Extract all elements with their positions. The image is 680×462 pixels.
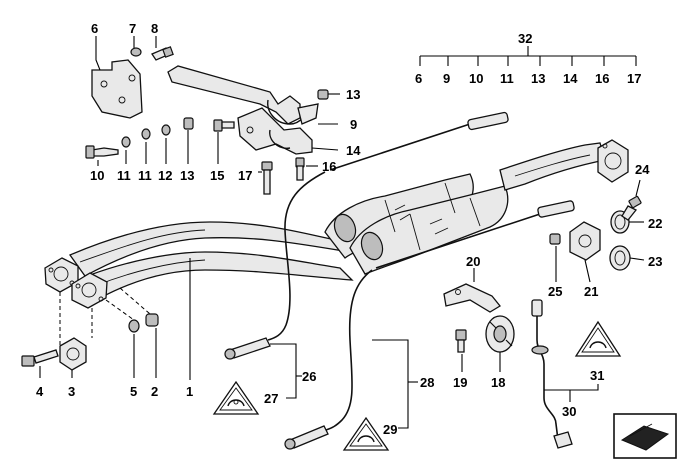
callout-7: 7	[129, 21, 136, 36]
callout-17: 17	[238, 168, 252, 183]
callout-10: 10	[90, 168, 104, 183]
callout-16: 16	[322, 159, 336, 174]
bracket-20	[443, 283, 501, 313]
callout-26: 26	[302, 369, 316, 384]
callout-30: 30	[562, 404, 576, 419]
warning-triangle-31	[574, 320, 622, 357]
callout-23: 23	[648, 254, 662, 269]
callout-11-a: 11	[117, 168, 131, 183]
front-pipe	[69, 221, 354, 299]
callout-1: 1	[186, 384, 193, 399]
flange-hardware	[21, 287, 159, 371]
callout-31: 31	[590, 368, 604, 383]
leader-lines	[39, 36, 645, 429]
hardware	[85, 46, 329, 195]
callout-21: 21	[584, 284, 598, 299]
callout-11-b: 11	[138, 168, 152, 183]
callout-28: 28	[420, 375, 434, 390]
oxygen-sensor-26	[224, 111, 509, 360]
oxygen-sensor-symbol-icon	[227, 399, 245, 407]
rear-flange	[597, 139, 629, 183]
callout-labels: 6 7 8 32 6 9 10 11 13 14 16 17 13 9 14 1…	[36, 21, 662, 437]
callout-2: 2	[151, 384, 158, 399]
kit-item-17: 17	[627, 71, 641, 86]
callout-27: 27	[264, 391, 278, 406]
kit-bracket-32	[419, 46, 637, 66]
kit-item-14: 14	[563, 71, 578, 86]
bracket-14	[237, 107, 313, 155]
nut-25	[549, 233, 561, 245]
catalytic-converters	[324, 142, 606, 275]
callout-29: 29	[383, 422, 397, 437]
callout-32: 32	[518, 31, 532, 46]
callout-25: 25	[548, 284, 562, 299]
callout-4: 4	[36, 384, 44, 399]
callout-3: 3	[68, 384, 75, 399]
callout-19: 19	[453, 375, 467, 390]
kit-item-16: 16	[595, 71, 609, 86]
kit-item-9: 9	[443, 71, 450, 86]
sensor-lead-30	[531, 299, 573, 449]
callout-6: 6	[91, 21, 98, 36]
callout-12: 12	[158, 168, 172, 183]
kit-item-11: 11	[500, 71, 514, 86]
kit-item-13: 13	[531, 71, 545, 86]
bracket-6	[91, 59, 143, 119]
gasket-21	[569, 221, 601, 261]
callout-20: 20	[466, 254, 480, 269]
callout-24: 24	[635, 162, 650, 177]
callout-14: 14	[346, 143, 361, 158]
ring-23	[609, 245, 631, 271]
kit-item-6: 6	[415, 71, 422, 86]
callout-13-upper: 13	[346, 87, 360, 102]
front-flange-right	[71, 272, 108, 309]
callout-22: 22	[648, 216, 662, 231]
oxygen-sensor-28	[284, 200, 575, 450]
bolt-24	[621, 195, 642, 221]
callout-8: 8	[151, 21, 158, 36]
bracket-9	[167, 65, 319, 125]
warning-triangle-27	[212, 380, 260, 415]
warning-triangle-29	[342, 416, 390, 451]
callout-18: 18	[491, 375, 505, 390]
callout-15: 15	[210, 168, 224, 183]
catalog-page-corner-icon	[613, 413, 677, 459]
callout-5: 5	[130, 384, 137, 399]
kit-item-10: 10	[469, 71, 483, 86]
rubber-mount-18	[485, 315, 515, 353]
bolt-19	[455, 329, 467, 353]
callout-9: 9	[350, 117, 357, 132]
callout-13-lower: 13	[180, 168, 194, 183]
